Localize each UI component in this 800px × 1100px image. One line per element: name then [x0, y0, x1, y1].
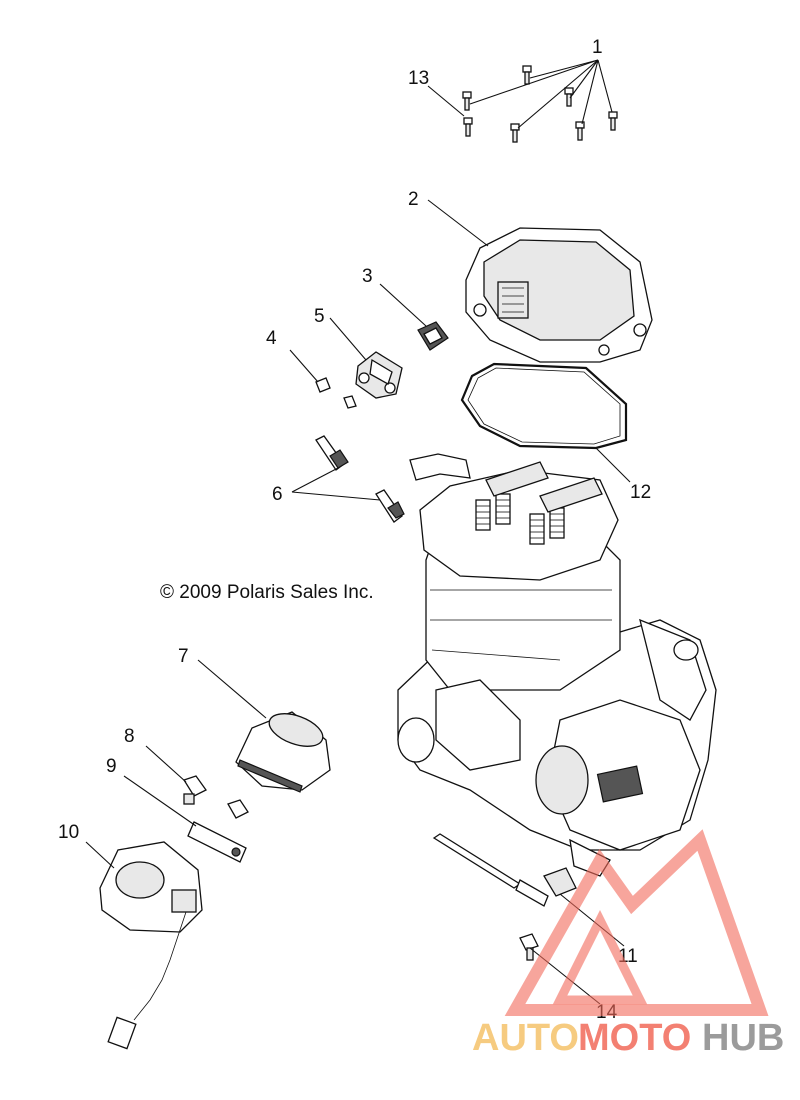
callout-5: 5 [314, 306, 325, 327]
watermark-logo: AUTO MOTO HUB [472, 829, 784, 1059]
callout-4: 4 [266, 328, 277, 349]
bolt-8 [183, 775, 207, 805]
callout-6: 6 [272, 484, 283, 505]
copyright-notice: © 2009 Polaris Sales Inc. [160, 582, 374, 603]
engine-assembly [397, 453, 717, 877]
callout-12: 12 [630, 482, 651, 503]
callout-7: 7 [178, 646, 189, 667]
watermark-text-hub: HUB [702, 1017, 784, 1059]
watermark-triangle-inner [552, 909, 648, 1005]
bolt-near-intake [227, 799, 249, 819]
callout-10: 10 [58, 822, 79, 843]
callout-9: 9 [106, 756, 117, 777]
callout-3: 3 [362, 266, 373, 287]
callout-13: 13 [408, 68, 429, 89]
watermark-text-auto: AUTO [472, 1017, 579, 1059]
spark-plug-lower [375, 489, 405, 523]
callout-2: 2 [408, 189, 419, 210]
sensor-plug [417, 321, 449, 351]
intake-boot [235, 711, 331, 793]
watermark-text-moto: MOTO [578, 1017, 691, 1059]
temp-sensor [187, 821, 247, 863]
valve-cover [465, 227, 653, 363]
callout-1: 1 [592, 37, 603, 58]
watermark-triangle-outer [504, 829, 769, 1016]
speed-sensor [432, 833, 577, 907]
bolt-14 [519, 933, 539, 961]
bolt-4 [315, 377, 357, 409]
map-sensor [355, 351, 403, 399]
spark-plug-upper [315, 435, 349, 471]
callout-8: 8 [124, 726, 135, 747]
valve-cover-gasket [460, 362, 628, 450]
bolt-set [462, 65, 618, 143]
throttle-body [99, 841, 203, 1050]
